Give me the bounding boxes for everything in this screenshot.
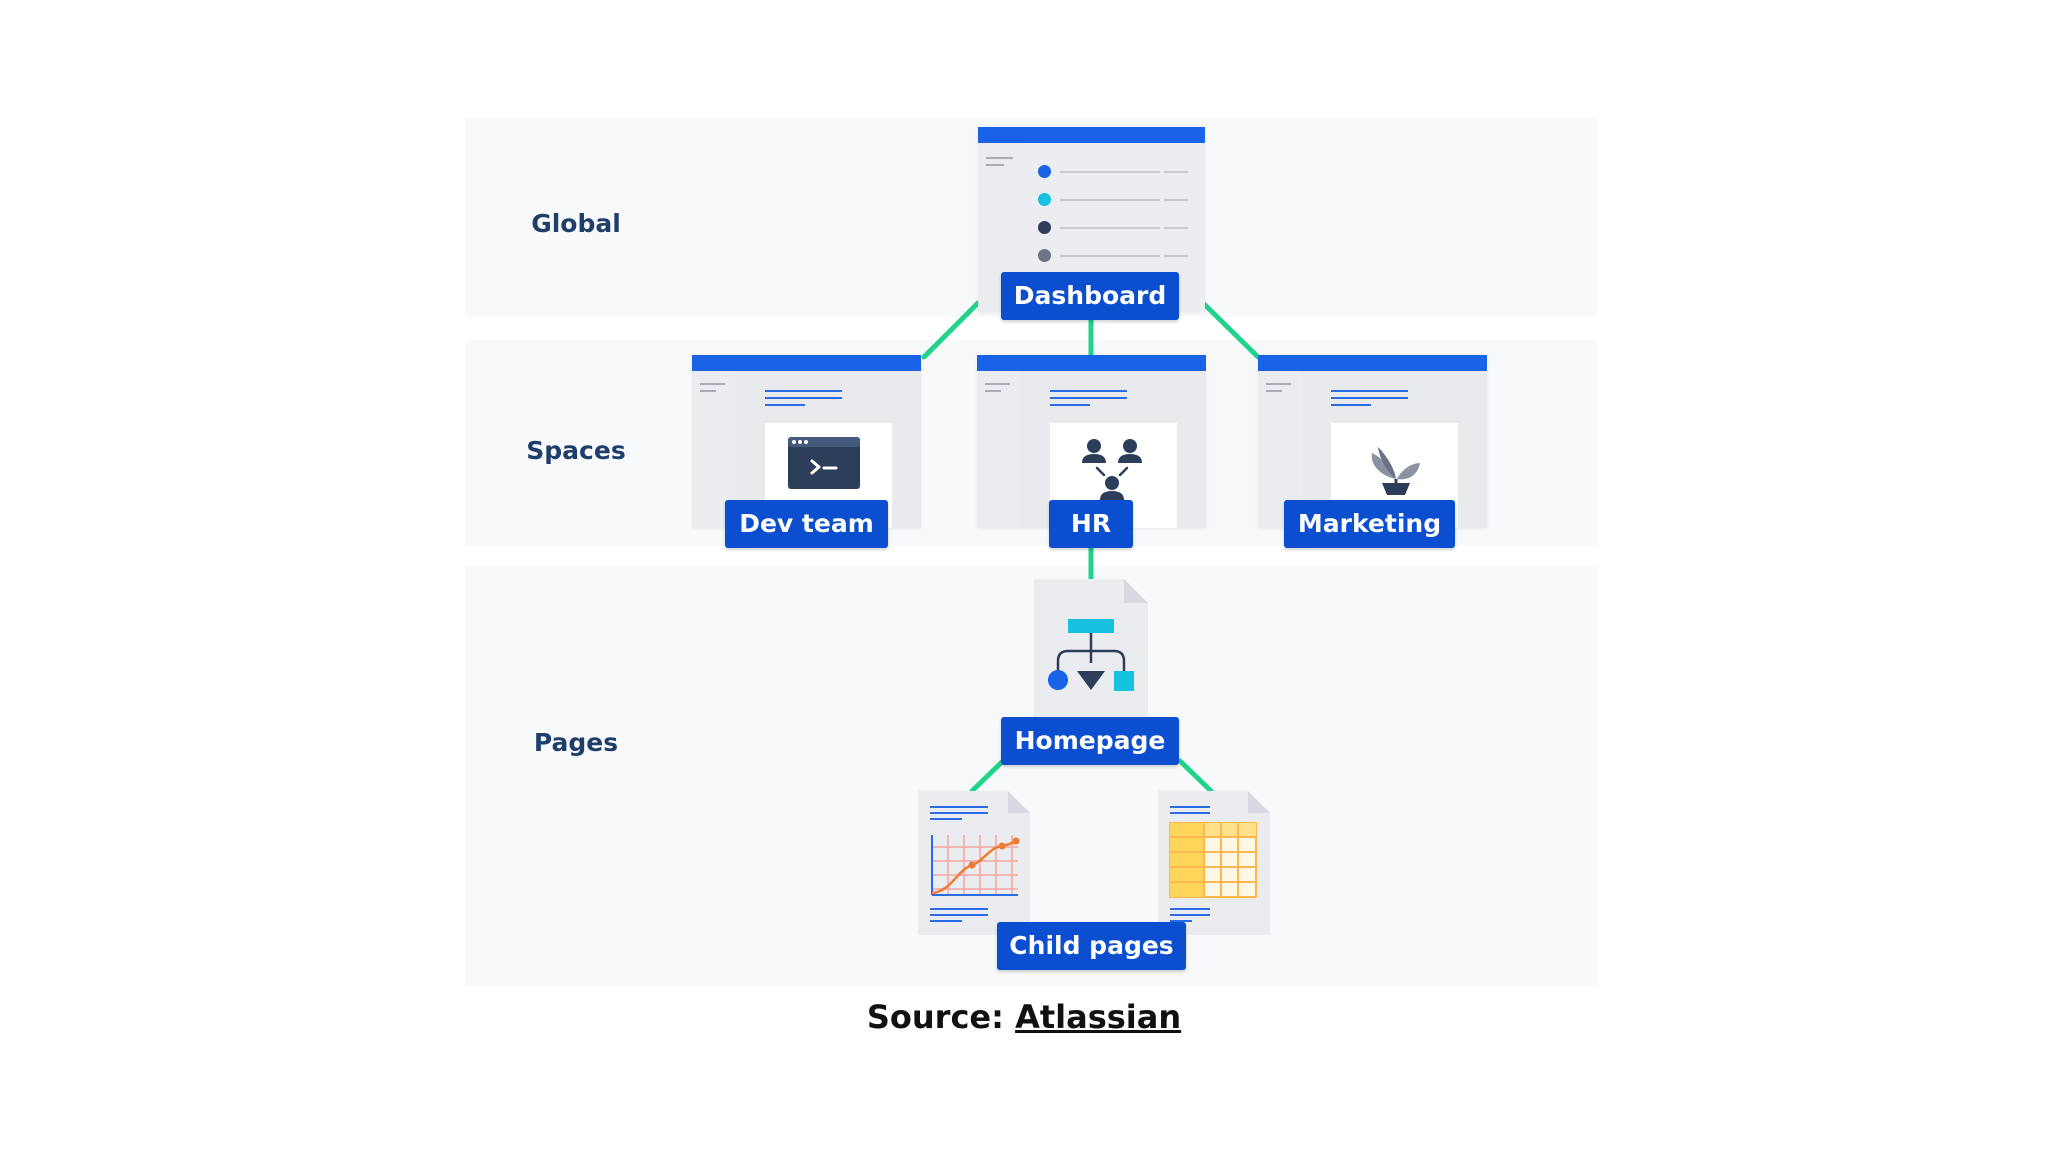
terminal-icon <box>788 437 860 489</box>
source-prefix: Source: <box>866 998 1004 1036</box>
pages-tier-band <box>465 567 1597 985</box>
table-icon <box>1169 822 1257 898</box>
dev-team-label[interactable]: Dev team <box>725 500 888 548</box>
tier-label-spaces: Spaces <box>526 436 626 465</box>
child-pages-label[interactable]: Child pages <box>997 922 1186 970</box>
list-dot-icon <box>1038 221 1051 234</box>
hr-label[interactable]: HR <box>1049 500 1133 548</box>
plant-icon <box>1371 447 1420 495</box>
list-dot-icon <box>1038 249 1051 262</box>
line-chart-icon <box>931 835 1020 896</box>
connector-homepage-child1 <box>969 758 1006 794</box>
marketing-space-window <box>1258 355 1487 528</box>
dev-team-space-window <box>692 355 921 528</box>
child-page-table-document <box>1158 791 1270 935</box>
connector-homepage-child2 <box>1177 758 1214 794</box>
marketing-label[interactable]: Marketing <box>1284 500 1455 548</box>
homepage-document <box>1034 579 1148 719</box>
tier-label-pages: Pages <box>533 728 619 757</box>
tier-label-global: Global <box>531 209 621 238</box>
list-dot-icon <box>1038 165 1051 178</box>
child-page-chart-document <box>918 791 1030 935</box>
source-link[interactable]: Atlassian <box>1015 998 1182 1036</box>
connector-dashboard-marketing <box>1200 300 1261 360</box>
dashboard-label[interactable]: Dashboard <box>1001 272 1179 320</box>
connector-dashboard-devteam <box>921 300 981 360</box>
list-dot-icon <box>1038 193 1051 206</box>
flowchart-icon <box>1048 619 1134 691</box>
source-caption: Source: Atlassian <box>0 998 2048 1036</box>
people-org-icon <box>1082 439 1142 500</box>
homepage-label[interactable]: Homepage <box>1001 717 1179 765</box>
